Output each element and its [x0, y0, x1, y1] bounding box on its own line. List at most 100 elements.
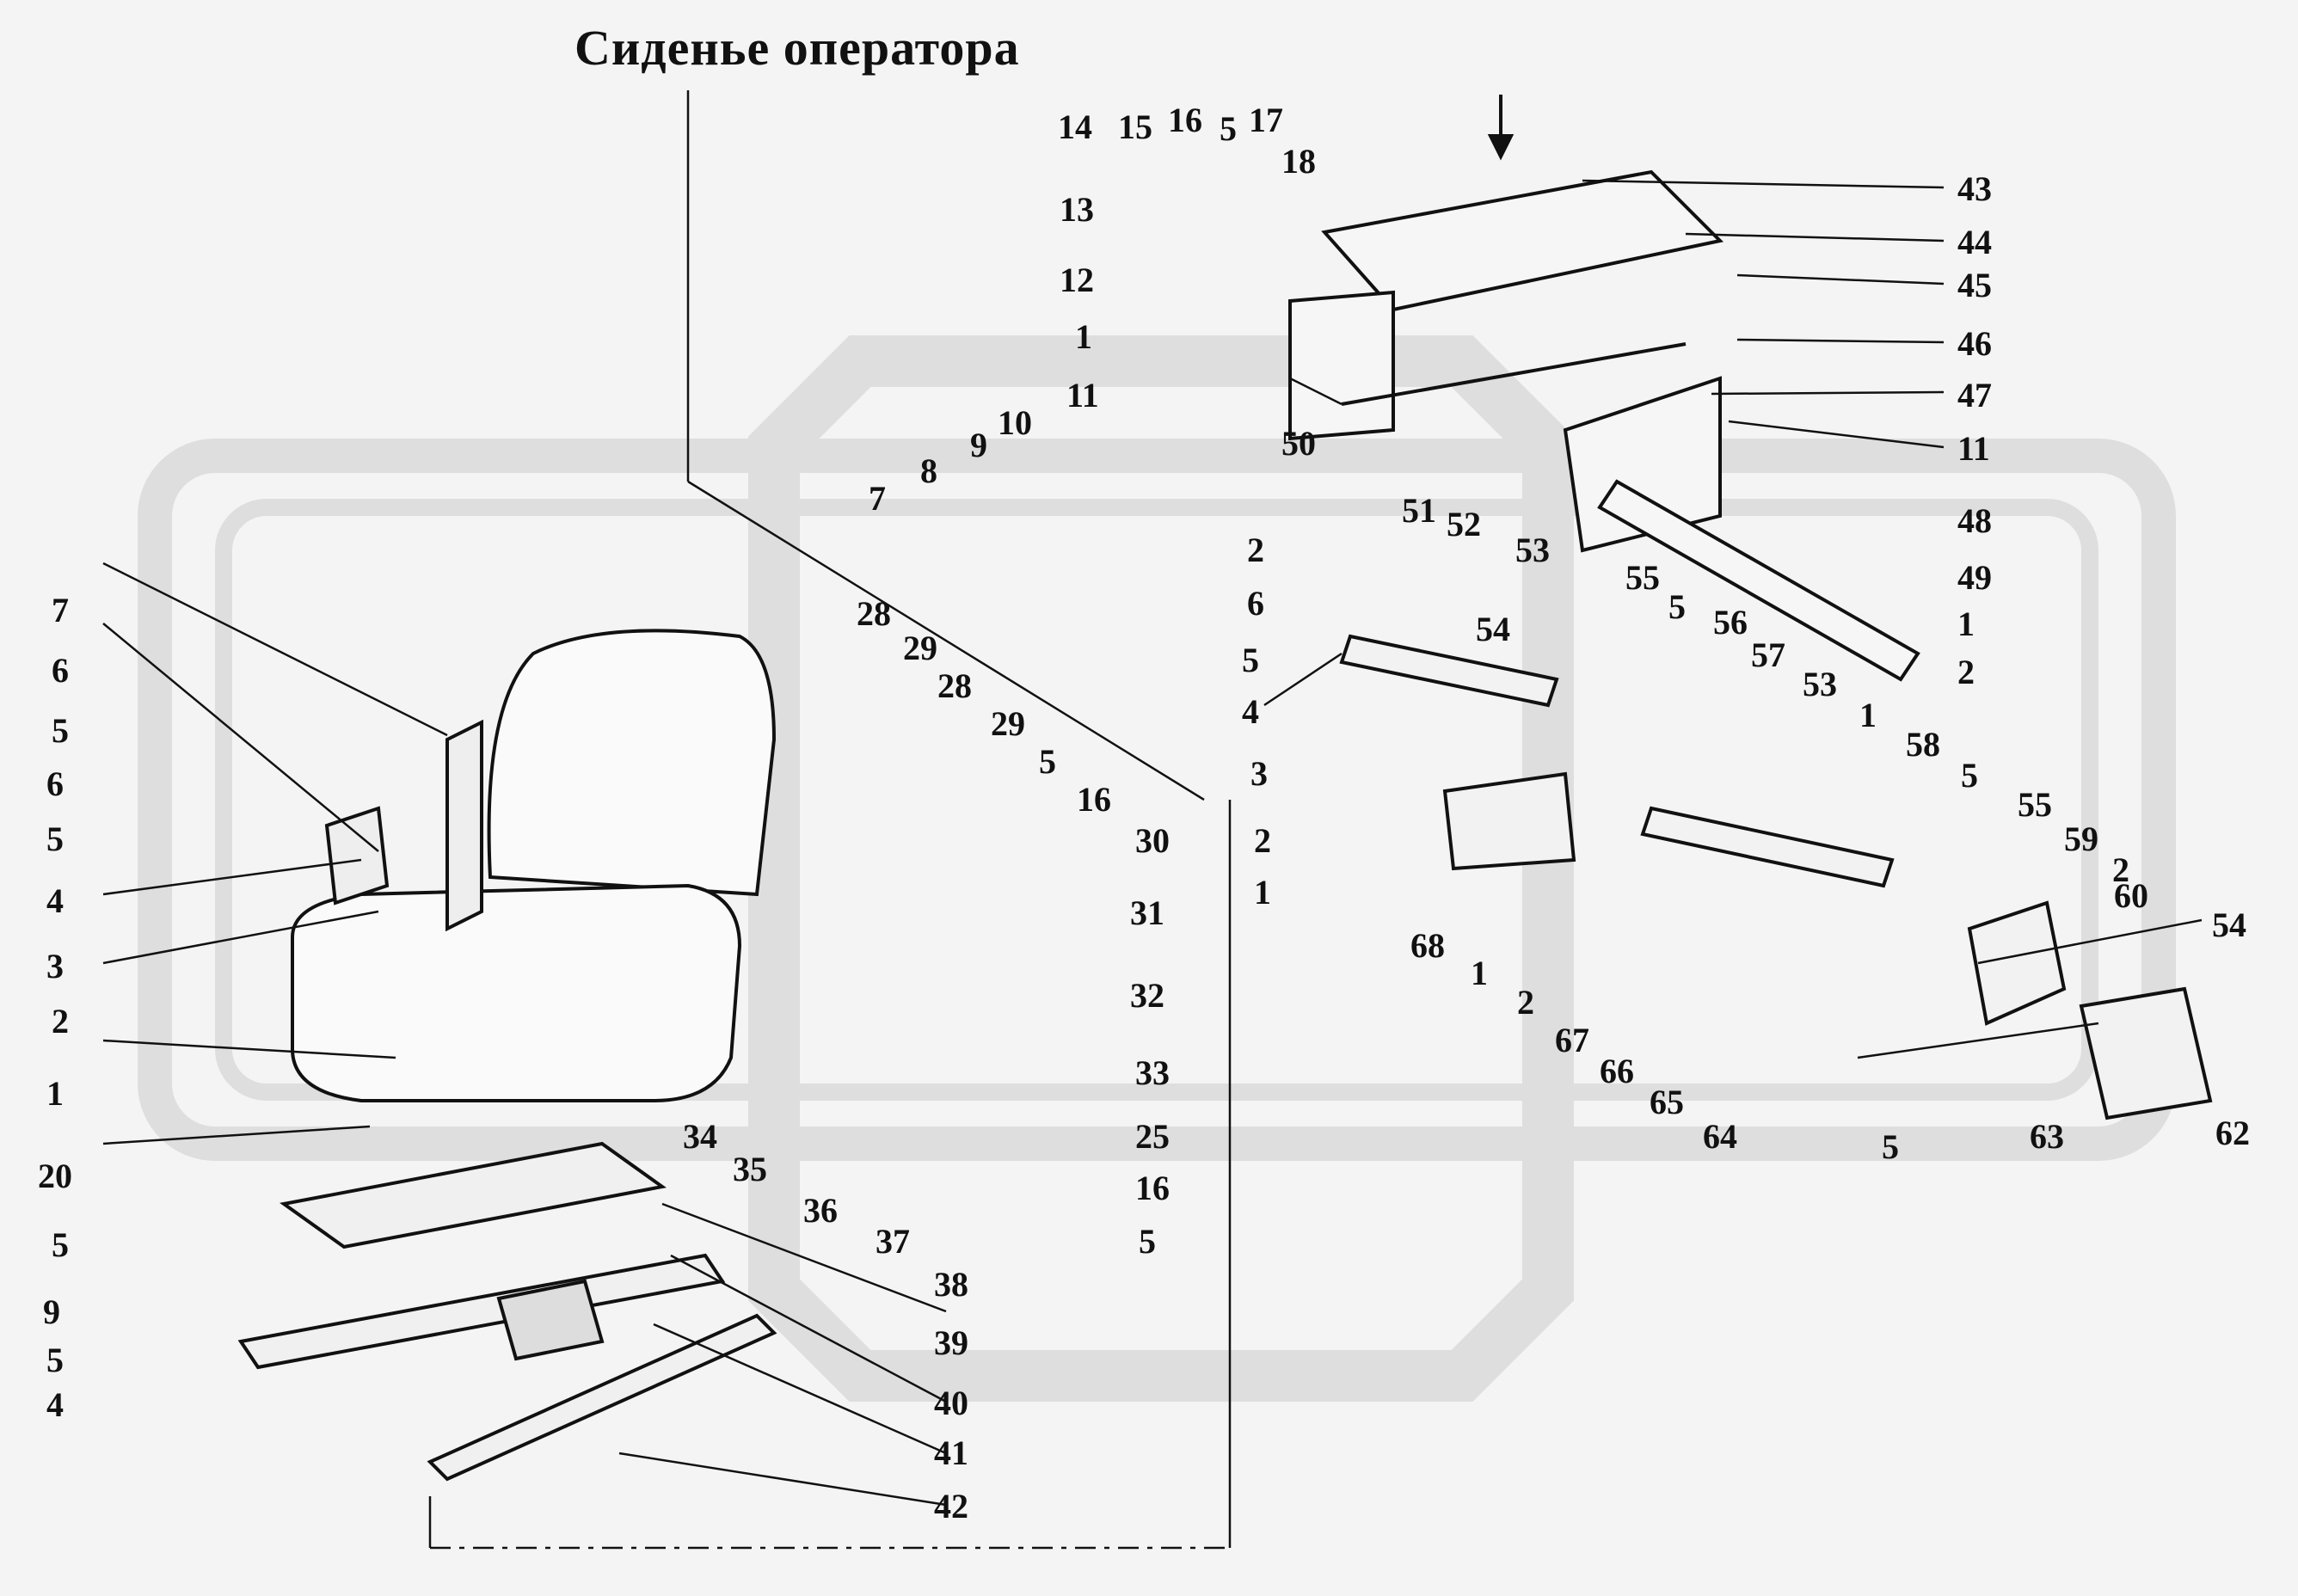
- callout-55: 55: [1625, 558, 1660, 597]
- callout-48: 48: [1957, 501, 1992, 540]
- callout-50: 50: [1281, 424, 1316, 463]
- callout-5: 5: [1039, 742, 1056, 781]
- callout-15: 15: [1118, 107, 1152, 146]
- callout-59: 59: [2064, 819, 2098, 858]
- callout-2: 2: [1254, 821, 1271, 860]
- callout-49: 49: [1957, 558, 1992, 597]
- callout-52: 52: [1447, 505, 1481, 543]
- callout-3: 3: [1250, 754, 1268, 793]
- callout-53: 53: [1803, 665, 1837, 703]
- callout-54: 54: [1476, 610, 1510, 648]
- callout-1: 1: [1075, 317, 1092, 356]
- callout-7: 7: [52, 591, 69, 629]
- callout-1: 1: [1859, 696, 1877, 734]
- callout-29: 29: [991, 704, 1025, 743]
- callout-5: 5: [46, 1341, 64, 1379]
- callout-64: 64: [1703, 1117, 1737, 1156]
- callout-42: 42: [934, 1487, 968, 1525]
- callout-2: 2: [1957, 653, 1975, 691]
- callout-29: 29: [903, 629, 937, 667]
- callout-2: 2: [2112, 850, 2129, 889]
- callout-57: 57: [1751, 635, 1785, 674]
- callout-9: 9: [970, 426, 987, 464]
- callout-30: 30: [1135, 821, 1170, 860]
- callout-16: 16: [1135, 1169, 1170, 1207]
- callout-1: 1: [46, 1074, 64, 1113]
- suspension-frame: [1288, 169, 1920, 682]
- callout-32: 32: [1130, 976, 1164, 1015]
- callout-5: 5: [1139, 1222, 1156, 1261]
- callout-65: 65: [1650, 1083, 1684, 1121]
- base-rails: [237, 1141, 777, 1482]
- callout-5: 5: [1668, 587, 1686, 626]
- callout-54: 54: [2212, 905, 2246, 944]
- callout-43: 43: [1957, 169, 1992, 208]
- callout-6: 6: [46, 764, 64, 803]
- callout-5: 5: [1882, 1127, 1899, 1166]
- callout-31: 31: [1130, 893, 1164, 932]
- callout-5: 5: [52, 711, 69, 750]
- callout-13: 13: [1060, 190, 1094, 229]
- callout-41: 41: [934, 1433, 968, 1472]
- callout-5: 5: [1242, 641, 1259, 679]
- callout-12: 12: [1060, 261, 1094, 299]
- callout-4: 4: [1242, 692, 1259, 731]
- callout-28: 28: [857, 594, 891, 633]
- callout-16: 16: [1077, 780, 1111, 819]
- callout-35: 35: [733, 1150, 767, 1188]
- callout-33: 33: [1135, 1053, 1170, 1092]
- callout-7: 7: [869, 479, 886, 518]
- callout-9: 9: [43, 1292, 60, 1331]
- callout-38: 38: [934, 1265, 968, 1304]
- callout-44: 44: [1957, 223, 1992, 261]
- callout-28: 28: [937, 666, 972, 705]
- callout-2: 2: [1517, 983, 1534, 1022]
- callout-4: 4: [46, 881, 64, 920]
- callout-5: 5: [1220, 109, 1237, 148]
- callout-36: 36: [803, 1191, 838, 1230]
- callout-66: 66: [1600, 1052, 1634, 1090]
- callout-6: 6: [52, 651, 69, 690]
- callout-5: 5: [52, 1225, 69, 1264]
- callout-51: 51: [1402, 491, 1436, 530]
- callout-17: 17: [1249, 101, 1283, 139]
- callout-62: 62: [2215, 1114, 2250, 1152]
- callout-34: 34: [683, 1117, 717, 1156]
- callout-5: 5: [1961, 756, 1978, 795]
- callout-47: 47: [1957, 376, 1992, 414]
- callout-37: 37: [876, 1222, 910, 1261]
- callout-56: 56: [1713, 603, 1748, 641]
- callout-58: 58: [1906, 725, 1940, 764]
- callout-39: 39: [934, 1323, 968, 1362]
- leader-lines: [102, 90, 2203, 1550]
- seat-assembly: [291, 629, 777, 1102]
- lower-mechanism: [1339, 634, 2213, 1120]
- callout-46: 46: [1957, 324, 1992, 363]
- callout-18: 18: [1281, 142, 1316, 181]
- callout-63: 63: [2030, 1117, 2064, 1156]
- callout-4: 4: [46, 1385, 64, 1424]
- down-arrow-icon: [1487, 95, 1515, 161]
- callout-1: 1: [1471, 954, 1488, 992]
- callout-1: 1: [1957, 605, 1975, 643]
- callout-10: 10: [998, 403, 1032, 442]
- callout-60: 60: [2114, 876, 2148, 915]
- callout-11: 11: [1957, 429, 1990, 468]
- page-title: Сиденье оператора: [574, 20, 1020, 76]
- callout-25: 25: [1135, 1117, 1170, 1156]
- callout-5: 5: [46, 819, 64, 858]
- callout-67: 67: [1555, 1021, 1589, 1059]
- callout-55: 55: [2018, 785, 2052, 824]
- callout-2: 2: [52, 1002, 69, 1040]
- callout-6: 6: [1247, 584, 1264, 623]
- callout-14: 14: [1058, 107, 1092, 146]
- callout-11: 11: [1066, 376, 1099, 414]
- callout-53: 53: [1515, 531, 1550, 569]
- callout-1: 1: [1254, 873, 1271, 912]
- callout-40: 40: [934, 1384, 968, 1422]
- callout-68: 68: [1410, 926, 1445, 965]
- callout-20: 20: [38, 1157, 72, 1195]
- callout-3: 3: [46, 947, 64, 985]
- callout-8: 8: [920, 451, 937, 490]
